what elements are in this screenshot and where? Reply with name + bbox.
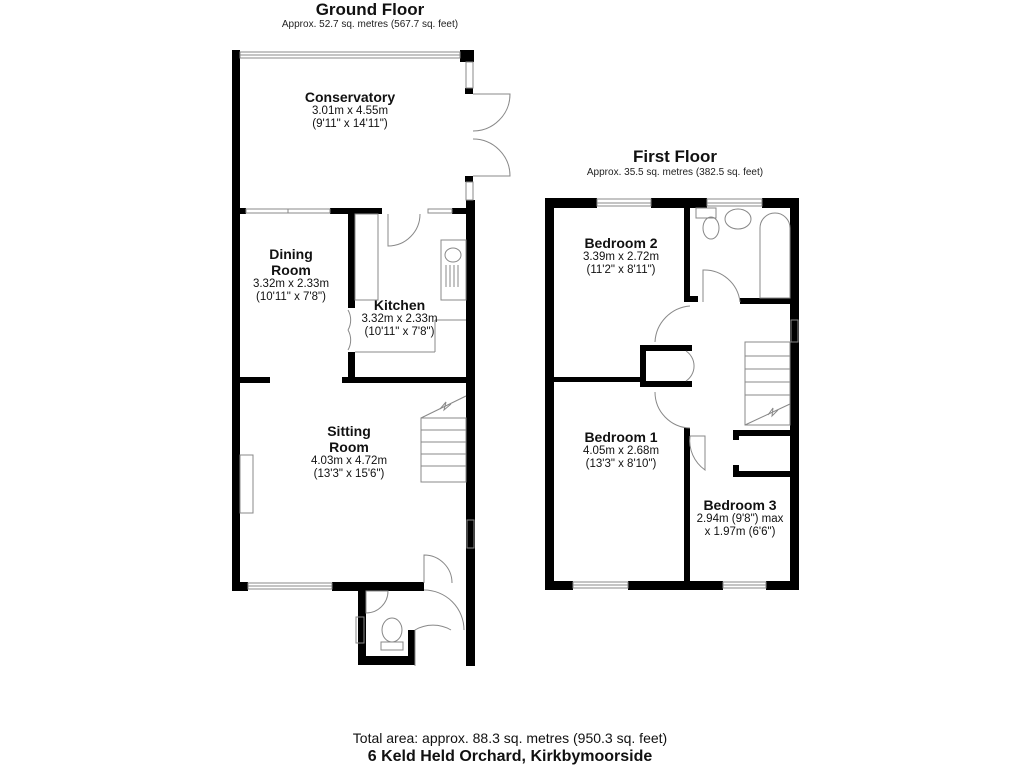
- room-name: Bedroom 3: [703, 497, 777, 513]
- room-dimensions-imperial: (10'11" x 7'8"): [256, 291, 326, 304]
- room-conservatory: Conservatory 3.01m x 4.55m (9'11" x 14'1…: [270, 89, 430, 132]
- room-name: Bedroom 2: [584, 235, 658, 251]
- room-name: Dining: [269, 246, 313, 262]
- room-dimensions-metric: 3.32m x 2.33m: [361, 313, 438, 326]
- room-dimensions-imperial: (11'2" x 8'11"): [586, 264, 656, 277]
- room-dining: Dining Room 3.32m x 2.33m (10'11" x 7'8"…: [236, 246, 346, 305]
- room-bedroom-1: Bedroom 1 4.05m x 2.68m (13'3" x 8'10"): [566, 429, 676, 472]
- room-name: Sitting: [327, 423, 371, 439]
- first-floor-plan: [545, 198, 799, 590]
- room-name-line2: Room: [329, 439, 369, 456]
- ground-floor-area: Approx. 52.7 sq. metres (567.7 sq. feet): [281, 19, 459, 30]
- room-name: Kitchen: [373, 297, 426, 313]
- room-name: Bedroom 1: [584, 429, 658, 445]
- room-bedroom-3: Bedroom 3 2.94m (9'8") max x 1.97m (6'6"…: [688, 497, 792, 540]
- room-dimensions-imperial: (13'3" x 8'10"): [585, 458, 657, 471]
- room-dimensions-imperial: (10'11" x 7'8"): [364, 326, 435, 339]
- room-dimensions-metric: 4.05m x 2.68m: [582, 445, 660, 458]
- total-area: Total area: approx. 88.3 sq. metres (950…: [352, 730, 668, 746]
- room-name-line2: Room: [271, 262, 311, 279]
- room-dimensions-metric: 3.32m x 2.33m: [252, 278, 330, 291]
- room-dimensions-metric: 4.03m x 4.72m: [310, 455, 388, 468]
- room-kitchen: Kitchen 3.32m x 2.33m (10'11" x 7'8"): [352, 297, 447, 340]
- room-dimensions-metric: 2.94m (9'8") max: [696, 513, 784, 526]
- room-bedroom-2: Bedroom 2 3.39m x 2.72m (11'2" x 8'11"): [566, 235, 676, 278]
- room-dimensions-imperial: (13'3" x 15'6"): [313, 468, 385, 481]
- ground-floor-plan: [232, 50, 475, 666]
- room-dimensions-imperial: x 1.97m (6'6"): [704, 526, 776, 539]
- room-name: Conservatory: [304, 89, 396, 105]
- room-dimensions-metric: 3.39m x 2.72m: [582, 251, 660, 264]
- room-dimensions-metric: 3.01m x 4.55m: [311, 105, 389, 118]
- ground-floor-title: Ground Floor: [315, 0, 425, 19]
- first-floor-fixtures: [572, 198, 799, 589]
- room-dimensions-imperial: (9'11" x 14'11"): [312, 118, 388, 131]
- room-sitting: Sitting Room 4.03m x 4.72m (13'3" x 15'6…: [288, 423, 410, 482]
- ground-floor-fixtures: [239, 51, 511, 666]
- first-floor-title: First Floor: [632, 147, 718, 166]
- property-address: 6 Keld Held Orchard, Kirkbymoorside: [367, 748, 653, 765]
- first-floor-area: Approx. 35.5 sq. metres (382.5 sq. feet): [586, 167, 764, 178]
